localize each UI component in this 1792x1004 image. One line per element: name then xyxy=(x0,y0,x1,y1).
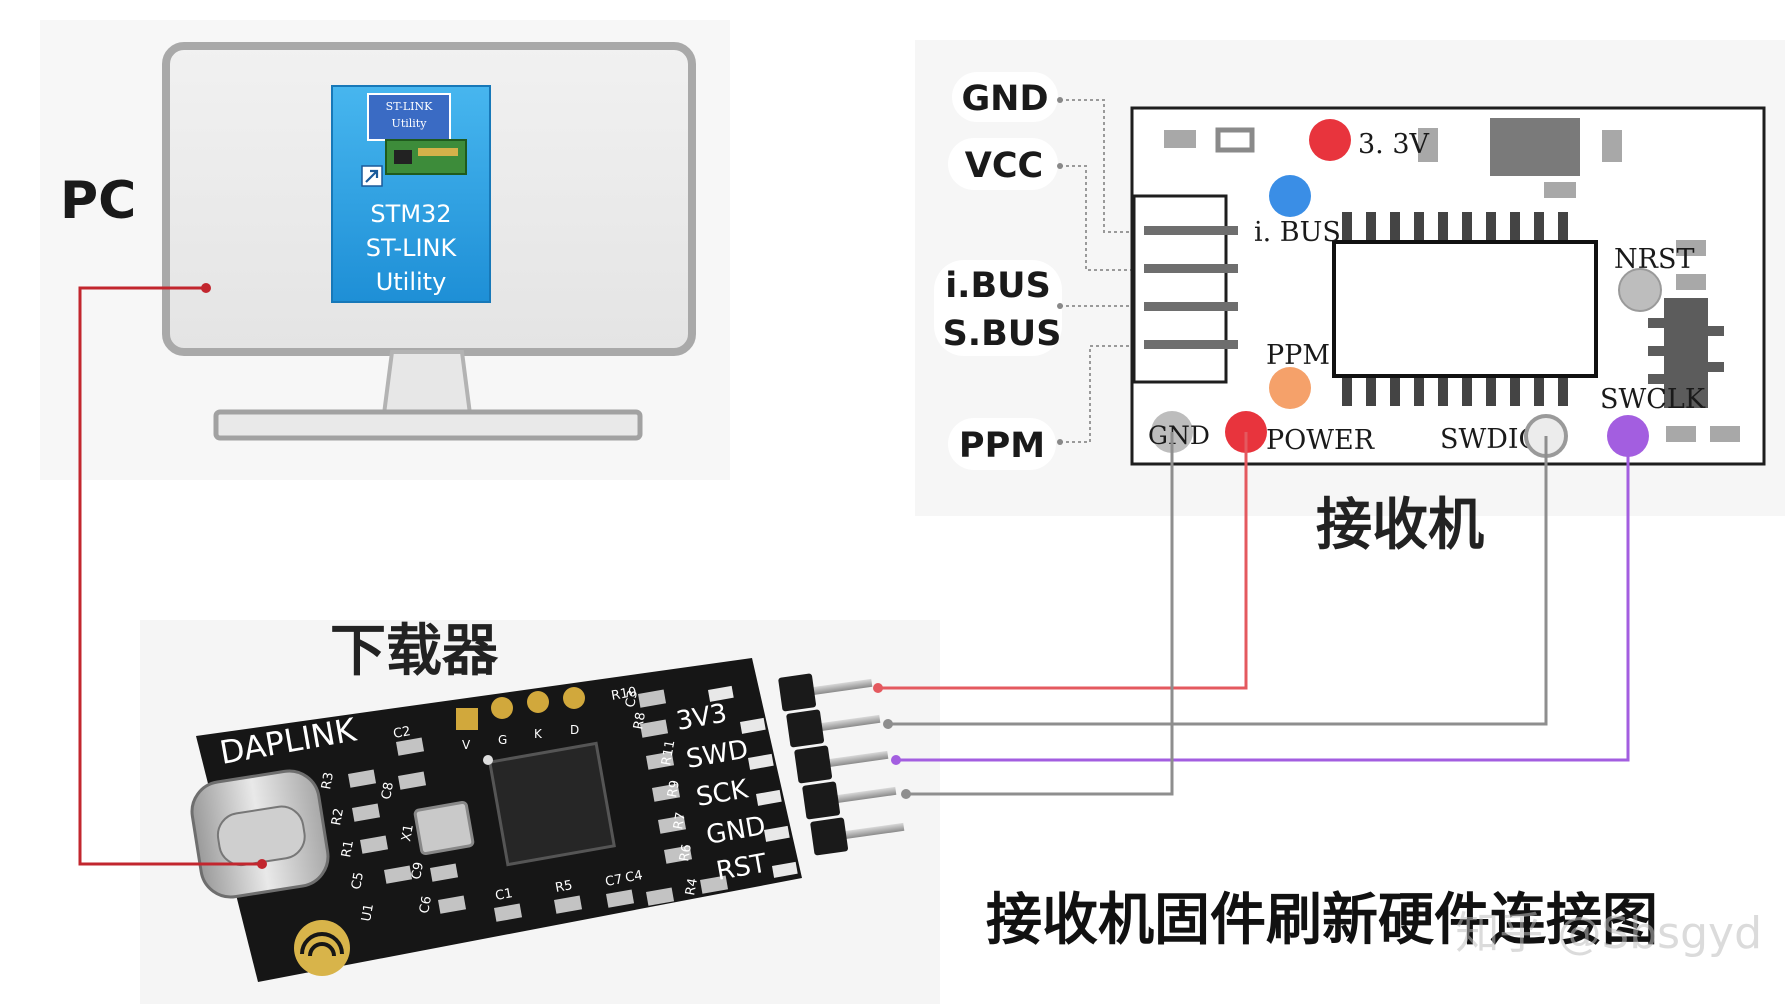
monitor-stand xyxy=(213,409,643,441)
label-bubble-bus xyxy=(934,260,1062,356)
side-pin-sbus: S.BUS xyxy=(943,314,1062,354)
comp-r6: R6 xyxy=(677,843,695,863)
downloader-label: 下载器 xyxy=(330,619,499,684)
pad-label-gnd: GND xyxy=(1148,421,1210,450)
comp-r11: R11 xyxy=(659,739,678,767)
label-bubble-vcc xyxy=(948,138,1058,190)
pad-label-nrst: NRST xyxy=(1614,244,1694,275)
comp-c2: C2 xyxy=(392,724,412,742)
swd-test-pads: V G K D xyxy=(456,687,585,752)
side-pin-ibus: i.BUS xyxy=(945,266,1051,306)
usb-cable-wire xyxy=(78,286,262,866)
receiver-section: GND VCC i.BUS S.BUS PPM xyxy=(915,40,1785,558)
leader-dots xyxy=(1057,97,1063,445)
pc-section: PC ST-LINK Utility STM32 ST-LINK Utility xyxy=(40,20,730,480)
usb-c-port-icon xyxy=(190,769,330,899)
comp-r1: R1 xyxy=(339,839,357,859)
downloader-section: 下载器 DAPLINK xyxy=(140,619,940,1004)
app-icon-name-1: STM32 xyxy=(370,200,451,228)
wire-3v3-power xyxy=(878,432,1248,690)
pad-ppm xyxy=(1269,367,1311,409)
pad-label-g: G xyxy=(498,733,507,747)
pad-label-k: K xyxy=(534,727,543,741)
comp-u1: U1 xyxy=(359,903,377,923)
app-icon-window-title: ST-LINK xyxy=(386,100,433,113)
monitor-neck xyxy=(381,350,473,416)
daplink-mcu-chip xyxy=(483,741,616,867)
signal-logo-icon xyxy=(294,920,350,976)
comp-r10: R10 xyxy=(610,685,638,704)
watermark: 知乎 @Sbsgyd xyxy=(1455,908,1762,959)
comp-c7: C7 xyxy=(604,872,624,890)
downloader-header-pins xyxy=(778,673,905,856)
label-bubble-gnd xyxy=(952,72,1058,122)
app-icon-chip xyxy=(394,150,412,164)
comp-c1: C1 xyxy=(494,886,514,904)
receiver-label: 接收机 xyxy=(1316,493,1484,558)
pad-label-power: POWER xyxy=(1266,425,1375,456)
side-pin-vcc: VCC xyxy=(965,146,1043,186)
pad-label-v: V xyxy=(462,738,471,752)
comp-r7: R7 xyxy=(671,811,689,831)
app-icon-window-subtitle: Utility xyxy=(392,117,428,130)
comp-r3: R3 xyxy=(319,771,337,791)
diagram-caption: 接收机固件刷新硬件连接图 xyxy=(986,888,1658,953)
app-icon-name-3: Utility xyxy=(376,268,447,296)
comp-r8: R8 xyxy=(631,711,649,731)
component-labels: C2 R3 C8 R2 R1 X1 C5 C9 U1 C6 C1 R5 C7 C… xyxy=(319,685,701,923)
pad-label-3v3: 3. 3V xyxy=(1358,129,1430,160)
pad-label-swdio: SWDIO xyxy=(1440,424,1541,455)
header-leds xyxy=(708,685,798,878)
leader-vcc xyxy=(1060,165,1150,271)
leader-ppm xyxy=(1060,345,1150,443)
comp-c9: C9 xyxy=(409,861,427,881)
wire-sck-swclk xyxy=(896,436,1630,762)
pad-label-ppm: PPM xyxy=(1266,340,1330,371)
app-icon-name-2: ST-LINK xyxy=(366,234,458,262)
receiver-pads: 3. 3V i. BUS PPM NRST SWCLK GND POWER SW… xyxy=(1148,119,1706,458)
wire-gnd xyxy=(906,432,1174,796)
side-pin-gnd: GND xyxy=(961,79,1048,119)
comp-c3: C3 xyxy=(623,689,641,709)
downloader-smd-parts xyxy=(347,689,729,922)
comp-c4: C4 xyxy=(624,868,644,886)
pad-nrst xyxy=(1618,268,1662,312)
pc-label: PC xyxy=(60,171,136,231)
comp-r9: R9 xyxy=(665,779,683,799)
wire-swd-swdio xyxy=(888,436,1548,726)
comp-r4: R4 xyxy=(683,877,701,897)
receiver-smd-parts xyxy=(1164,118,1740,442)
app-icon-header xyxy=(418,148,458,156)
comp-r2: R2 xyxy=(329,807,347,827)
pad-3v3 xyxy=(1309,119,1351,161)
comp-c5: C5 xyxy=(349,871,367,891)
stlink-utility-app-icon[interactable]: ST-LINK Utility STM32 ST-LINK Utility xyxy=(331,85,491,303)
pad-label-d: D xyxy=(570,723,579,737)
receiver-main-ic xyxy=(1332,212,1598,406)
receiver-side-labels: GND VCC i.BUS S.BUS PPM xyxy=(934,72,1062,470)
side-pin-ppm: PPM xyxy=(959,426,1045,466)
comp-c6: C6 xyxy=(417,895,435,915)
comp-c8: C8 xyxy=(379,781,397,801)
wire-endpoints xyxy=(201,283,911,869)
pad-label-swclk: SWCLK xyxy=(1600,384,1706,415)
pad-ibus xyxy=(1269,175,1311,217)
comp-r5: R5 xyxy=(554,878,574,896)
pad-label-ibus: i. BUS xyxy=(1254,217,1341,248)
crystal-x1 xyxy=(413,800,475,856)
receiver-pin-header xyxy=(1132,194,1238,384)
comp-x1: X1 xyxy=(399,823,417,843)
label-bubble-ppm xyxy=(948,418,1056,470)
connection-wires xyxy=(78,286,1630,866)
leader-gnd xyxy=(1060,99,1150,233)
